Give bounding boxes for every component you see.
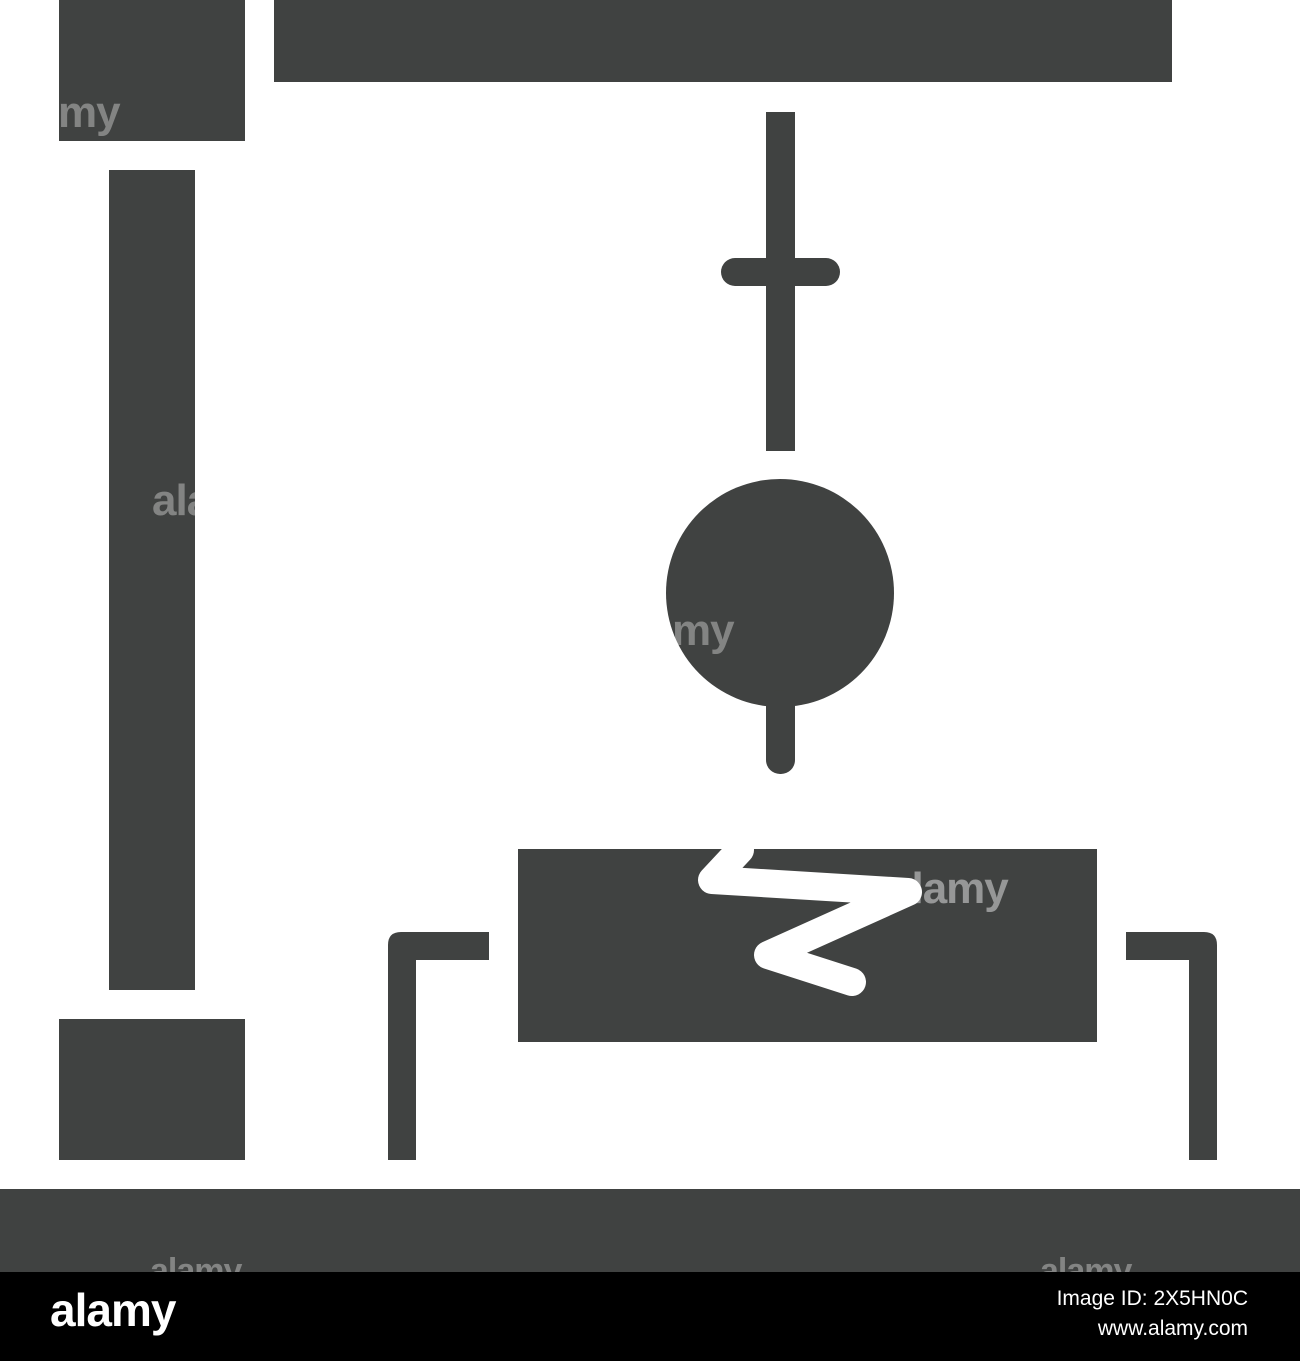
site-url: www.alamy.com xyxy=(1097,1317,1248,1340)
base-bar xyxy=(0,1189,1300,1272)
pendulum-ball xyxy=(666,479,894,707)
top-left-block xyxy=(59,0,245,141)
pendulum-crossbar xyxy=(721,258,840,286)
bottom-left-block xyxy=(59,1019,245,1160)
left-support-bracket xyxy=(388,932,489,1160)
image-id-label: Image ID: 2X5HN0C xyxy=(1056,1287,1248,1310)
impact-test-apparatus-icon xyxy=(0,0,1300,1272)
alamy-logo: alamy xyxy=(50,1284,176,1336)
footer-bar xyxy=(0,1272,1300,1361)
pendulum-tip xyxy=(766,690,795,774)
vertical-column xyxy=(109,170,195,990)
crack-mark xyxy=(698,836,922,996)
top-beam xyxy=(274,0,1172,82)
right-support-bracket xyxy=(1126,932,1217,1160)
icon-shapes xyxy=(0,0,1300,1272)
